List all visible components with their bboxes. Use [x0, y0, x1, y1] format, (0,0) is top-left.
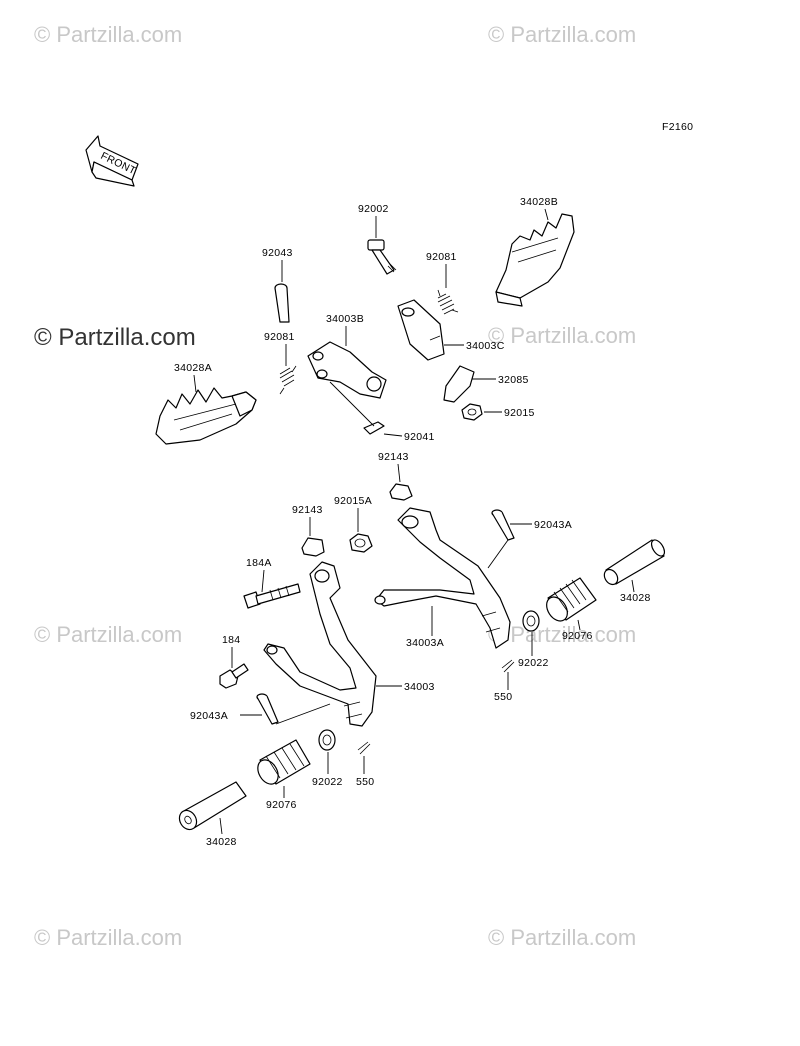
bolt-184: [219, 663, 249, 689]
pin-92043: [274, 283, 290, 323]
label-184: 184: [222, 634, 240, 646]
bolt-92002: [367, 239, 397, 275]
label-92022-left: 92022: [312, 776, 343, 788]
footpeg-34028a: [155, 387, 257, 445]
rubber-92076-left: [257, 739, 311, 785]
label-92076-right: 92076: [562, 630, 593, 642]
label-92015: 92015: [504, 407, 535, 419]
label-92043a-left: 92043A: [190, 710, 228, 722]
label-92143-left: 92143: [292, 504, 323, 516]
footpeg-34028b: [495, 213, 575, 307]
watermark-bottom-left: © Partzilla.com: [34, 925, 182, 950]
pin-92043a-right: [487, 509, 515, 569]
label-92043-top: 92043: [262, 247, 293, 259]
label-92081-top: 92081: [426, 251, 457, 263]
label-550-right: 550: [494, 691, 512, 703]
clip-92143-left: [301, 537, 325, 557]
label-92081-left: 92081: [264, 331, 295, 343]
figure-id: F2160: [662, 121, 693, 133]
tube-34028-right: [603, 539, 666, 586]
nut-92015a: [349, 533, 373, 553]
watermark-top-right: © Partzilla.com: [488, 22, 636, 47]
spring-92081-top: [437, 289, 459, 315]
label-34028a: 34028A: [174, 362, 212, 374]
label-34028-right: 34028: [620, 592, 651, 604]
label-92002: 92002: [358, 203, 389, 215]
tube-34028-left: [178, 781, 247, 831]
rubber-92076-right: [546, 577, 597, 622]
label-92043a-right: 92043A: [534, 519, 572, 531]
washer-92022-left: [318, 729, 336, 751]
bracket-34003: [263, 561, 377, 727]
label-92022-right: 92022: [518, 657, 549, 669]
bracket-34003b: [307, 341, 387, 399]
spring-92081-left: [279, 365, 297, 395]
bracket-34003c: [397, 299, 445, 361]
clip-92143-top: [389, 483, 413, 501]
plate-32085: [443, 365, 475, 403]
washer-92022-right: [522, 610, 540, 632]
label-92015a: 92015A: [334, 495, 372, 507]
label-34003c: 34003C: [466, 340, 505, 352]
cotter-92041: [329, 381, 385, 435]
label-550-left: 550: [356, 776, 374, 788]
label-34003a: 34003A: [406, 637, 444, 649]
label-184a: 184A: [246, 557, 272, 569]
watermark-mid-right: © Partzilla.com: [488, 622, 636, 647]
pin-92043a-left: [256, 693, 331, 725]
watermark-mid-left: © Partzilla.com: [34, 622, 182, 647]
cotter-550-left: [357, 741, 371, 755]
label-34028-left: 34028: [206, 836, 237, 848]
bracket-34003a: [374, 507, 511, 649]
label-34003: 34003: [404, 681, 435, 693]
label-92041: 92041: [404, 431, 435, 443]
watermark-top-left: © Partzilla.com: [34, 22, 182, 47]
watermark-center-right: © Partzilla.com: [488, 323, 636, 348]
watermark-bottom-right: © Partzilla.com: [488, 925, 636, 950]
label-34028b: 34028B: [520, 196, 558, 208]
watermark-center-left: © Partzilla.com: [34, 324, 196, 351]
front-arrow-icon: FRONT: [85, 135, 139, 187]
cotter-550-right: [501, 659, 515, 673]
label-32085: 32085: [498, 374, 529, 386]
label-34003b: 34003B: [326, 313, 364, 325]
label-92143-top: 92143: [378, 451, 409, 463]
nut-92015: [461, 403, 483, 421]
label-92076-left: 92076: [266, 799, 297, 811]
bolt-184a: [243, 583, 301, 609]
